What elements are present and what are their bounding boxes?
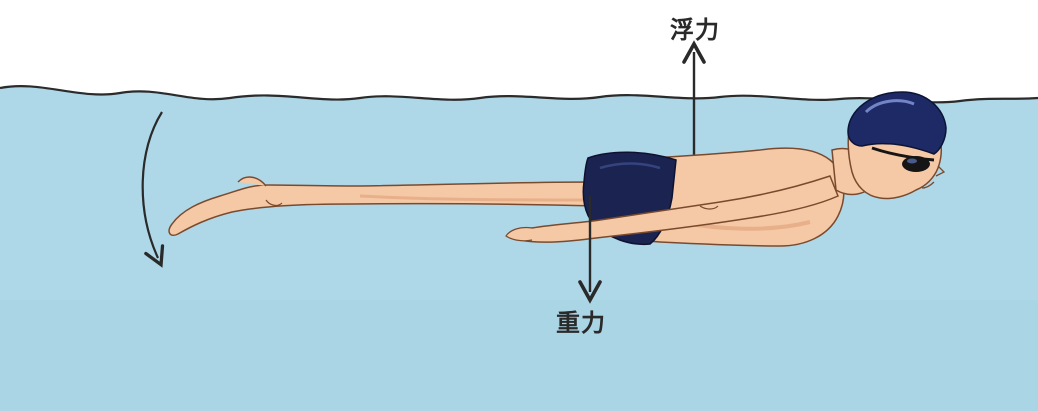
buoyancy-label: 浮力 — [670, 10, 720, 45]
goggles-lens-shine — [907, 159, 917, 164]
goggles-lens — [902, 156, 930, 172]
gravity-label: 重力 — [556, 303, 606, 338]
water-depth-shade — [0, 300, 1038, 411]
